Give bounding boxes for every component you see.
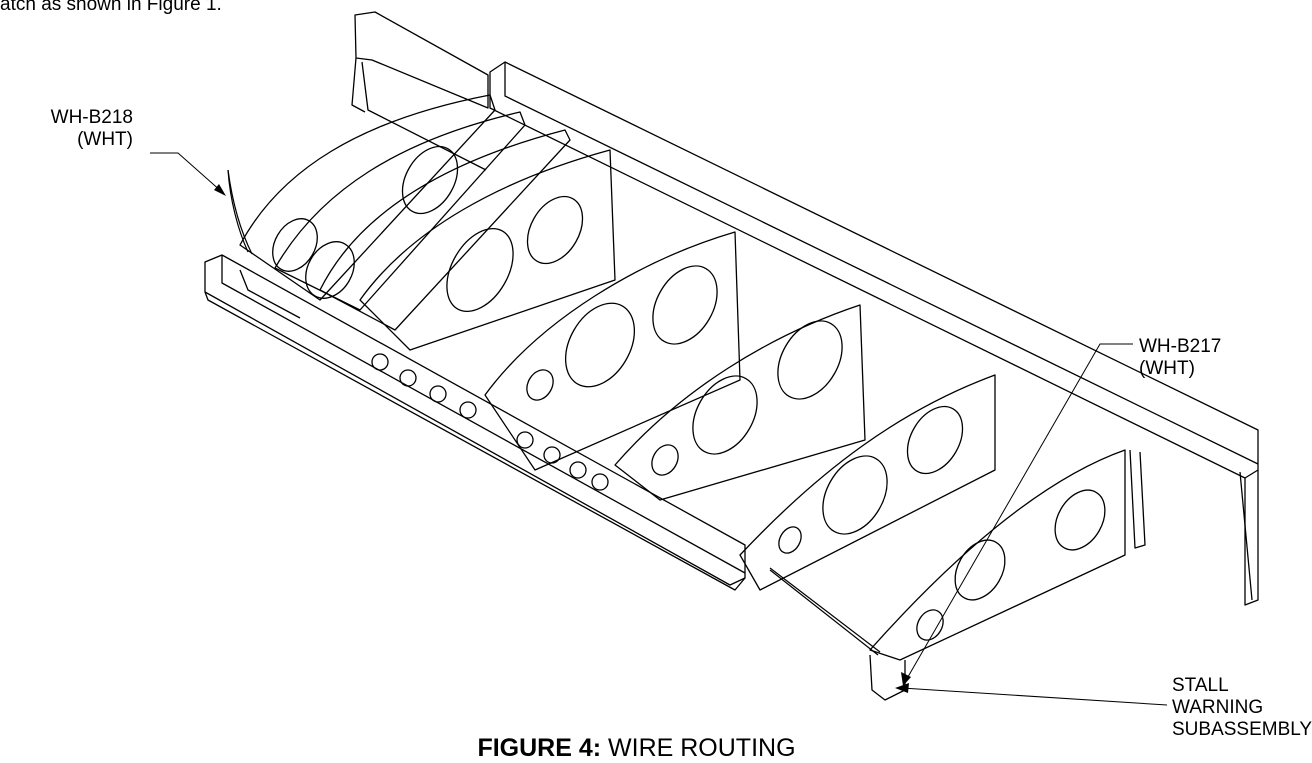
ribs bbox=[239, 94, 1126, 661]
outboard-rib-region bbox=[869, 449, 1146, 701]
front-spar-holes bbox=[371, 353, 609, 491]
callout-wh-b218-part: WH-B218 bbox=[50, 107, 133, 128]
wing-structure-drawing bbox=[150, 11, 1259, 706]
front-spar bbox=[204, 254, 746, 591]
intro-text: atch as shown in Figure 1. bbox=[0, 0, 222, 15]
arrowheads bbox=[214, 184, 911, 693]
figure-caption-label: FIGURE 4: bbox=[477, 734, 602, 762]
figure-caption-text: WIRE ROUTING bbox=[608, 734, 796, 762]
root-spar-extension bbox=[351, 11, 489, 171]
callout-wh-b218: WH-B218 (WHT) bbox=[51, 107, 133, 151]
callout-stall-warning: STALL WARNING SUBASSEMBLY bbox=[1172, 675, 1312, 741]
leader-lines bbox=[150, 152, 1168, 706]
callout-wh-b217-part: WH-B217 bbox=[1139, 336, 1222, 357]
rear-spar bbox=[489, 61, 1259, 606]
callout-stall-line1: STALL bbox=[1172, 675, 1229, 696]
wires bbox=[227, 169, 881, 656]
callout-stall-line2: WARNING bbox=[1172, 697, 1264, 718]
figure-caption: FIGURE 4: WIRE ROUTING bbox=[0, 733, 1273, 763]
callout-wh-b218-color: (WHT) bbox=[77, 129, 133, 150]
callout-wh-b217: WH-B217 (WHT) bbox=[1139, 336, 1221, 380]
callout-stall-line3: SUBASSEMBLY bbox=[1172, 719, 1312, 740]
callout-wh-b217-color: (WHT) bbox=[1139, 358, 1195, 379]
lightening-holes bbox=[272, 145, 1106, 641]
